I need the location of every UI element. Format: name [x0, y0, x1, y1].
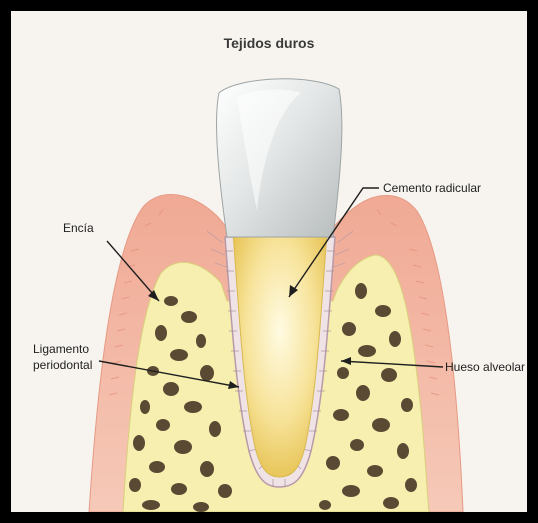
label-hueso-alveolar: Hueso alveolar: [445, 360, 525, 374]
tooth-illustration: [11, 11, 527, 512]
label-ligamento-line1: Ligamento: [33, 342, 89, 356]
label-encia: Encía: [63, 221, 94, 235]
label-ligamento-line2: periodontal: [33, 358, 92, 372]
label-cemento-radicular: Cemento radicular: [383, 181, 481, 195]
diagram-panel: Tejidos duros Cemento radicular Encía Li…: [11, 11, 527, 512]
diagram-title: Tejidos duros: [11, 35, 527, 51]
